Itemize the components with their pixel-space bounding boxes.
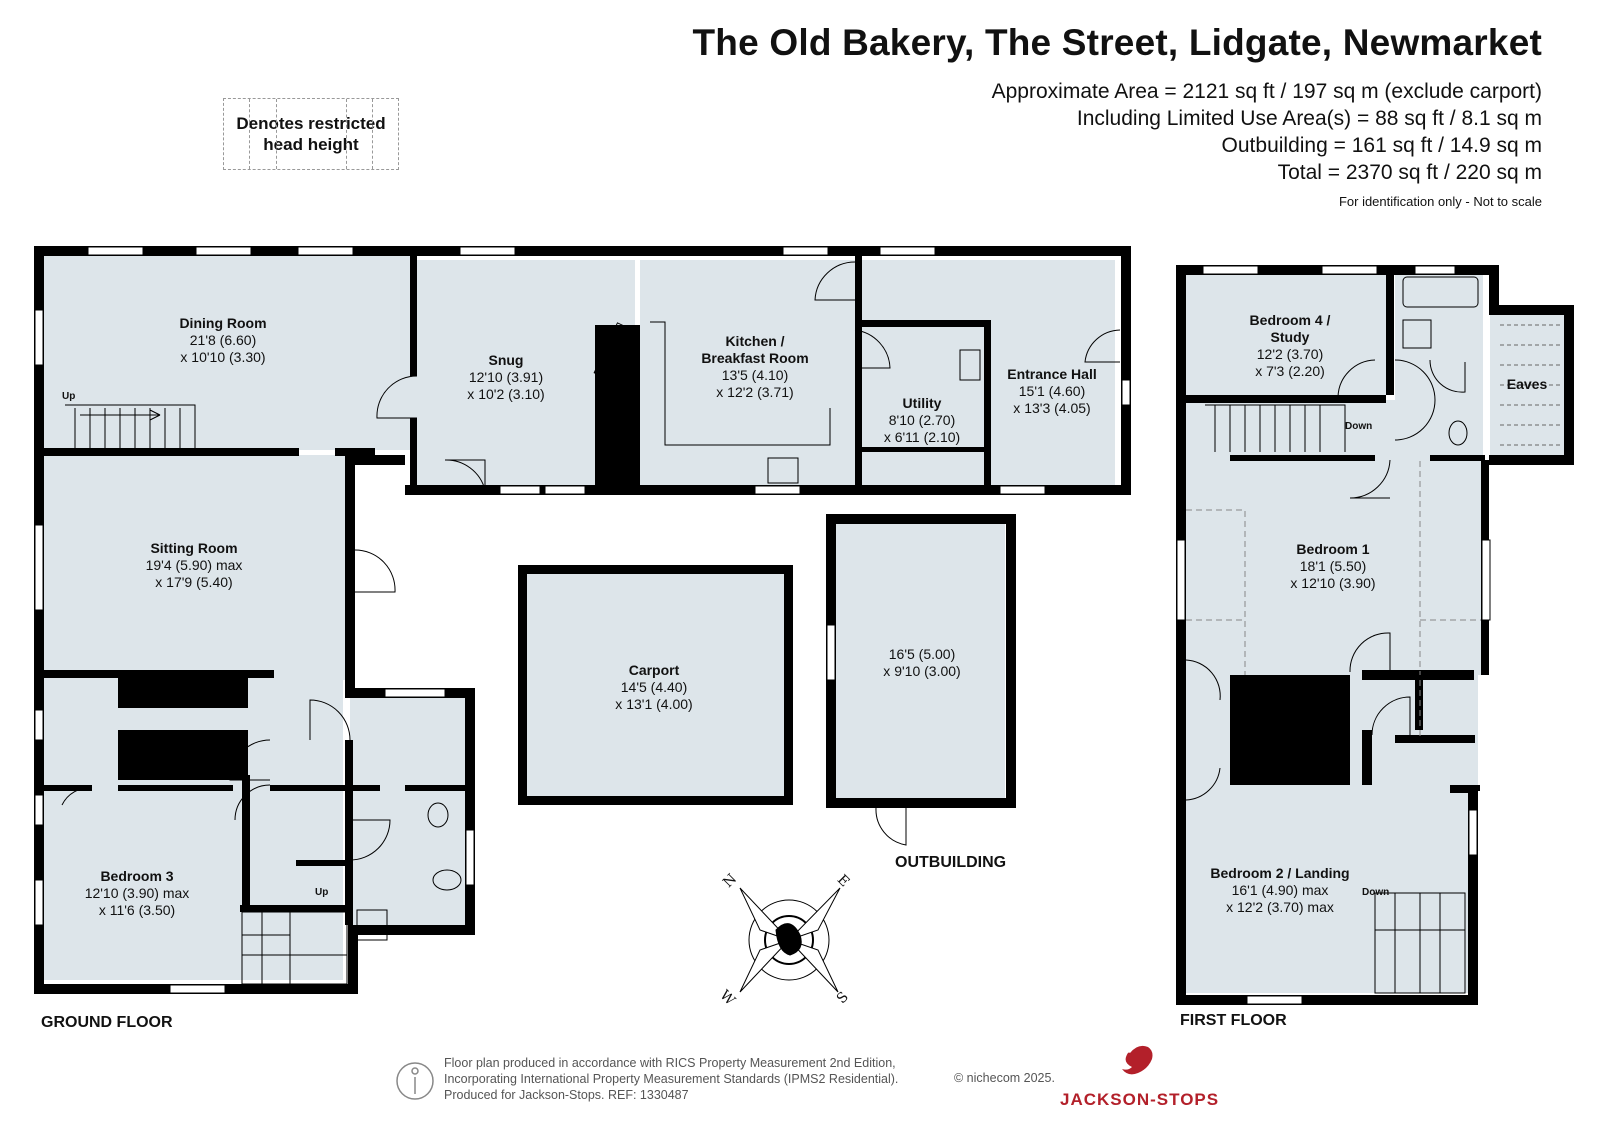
stair-up-label: Up [315, 887, 329, 898]
identification-note: For identification only - Not to scale [1338, 194, 1542, 209]
room-label-outbuilding: 16'5 (5.00)x 9'10 (3.00) [883, 646, 961, 679]
room-label-kitchen: Kitchen /Breakfast Room 13'5 (4.10)x 12'… [701, 333, 809, 400]
area-line-limited-use: Including Limited Use Area(s) = 88 sq ft… [1076, 107, 1542, 130]
area-line-approximate: Approximate Area = 2121 sq ft / 197 sq m… [991, 80, 1542, 103]
restricted-height-legend: Denotes restricted head height [223, 98, 399, 170]
floor-title-outbuilding: OUTBUILDING [895, 854, 1007, 871]
room-label-carport: Carport 14'5 (4.40)x 13'1 (4.00) [615, 662, 693, 712]
stair-up-label: Up [62, 391, 76, 402]
info-icon [396, 1062, 434, 1100]
stair-down-label: Down [1362, 887, 1390, 898]
room-name: Snug [488, 352, 524, 368]
room-label-eaves: Eaves [1506, 376, 1548, 392]
room-label-snug: Snug 12'10 (3.91)x 10'2 (3.10) [467, 352, 545, 402]
room-name: Dining Room [179, 315, 267, 331]
page-title: The Old Bakery, The Street, Lidgate, New… [692, 22, 1542, 63]
stairs [65, 404, 1466, 994]
floor-title-first: FIRST FLOOR [1180, 1012, 1287, 1029]
brand-logo [1122, 1045, 1153, 1075]
eaves-hatch [1500, 324, 1560, 446]
floor-title-ground: GROUND FLOOR [41, 1014, 173, 1031]
room-label-dining: Dining Room 21'8 (6.60)x 10'10 (3.30) [179, 315, 267, 365]
area-line-outbuilding: Outbuilding = 161 sq ft / 14.9 sq m [1221, 134, 1542, 157]
compass-rose [739, 887, 841, 993]
brand-name: JACKSON-STOPS [1060, 1090, 1220, 1109]
legend-line-2: head height [263, 135, 359, 154]
stair-down-label: Down [1345, 421, 1373, 432]
room-label-entrance-hall: Entrance Hall 15'1 (4.60)x 13'3 (4.05) [1007, 366, 1097, 416]
footer-notes: Floor plan produced in accordance with R… [444, 1056, 899, 1102]
copyright: © nichecom 2025. [954, 1071, 1055, 1085]
fixtures [356, 276, 1479, 941]
restricted-head-height [1186, 461, 1481, 740]
legend-line-1: Denotes restricted [236, 114, 386, 133]
room-label-utility: Utility 8'10 (2.70)x 6'11 (2.10) [883, 395, 961, 445]
windows [34, 246, 1491, 1005]
area-line-total: Total = 2370 sq ft / 220 sq m [1277, 161, 1542, 184]
doors [61, 261, 1466, 861]
room-label-bedroom-4: Bedroom 4 /Study 12'2 (3.70)x 7'3 (2.20) [1249, 312, 1331, 379]
room-label-bedroom-1: Bedroom 1 18'1 (5.50)x 12'10 (3.90) [1290, 541, 1376, 591]
